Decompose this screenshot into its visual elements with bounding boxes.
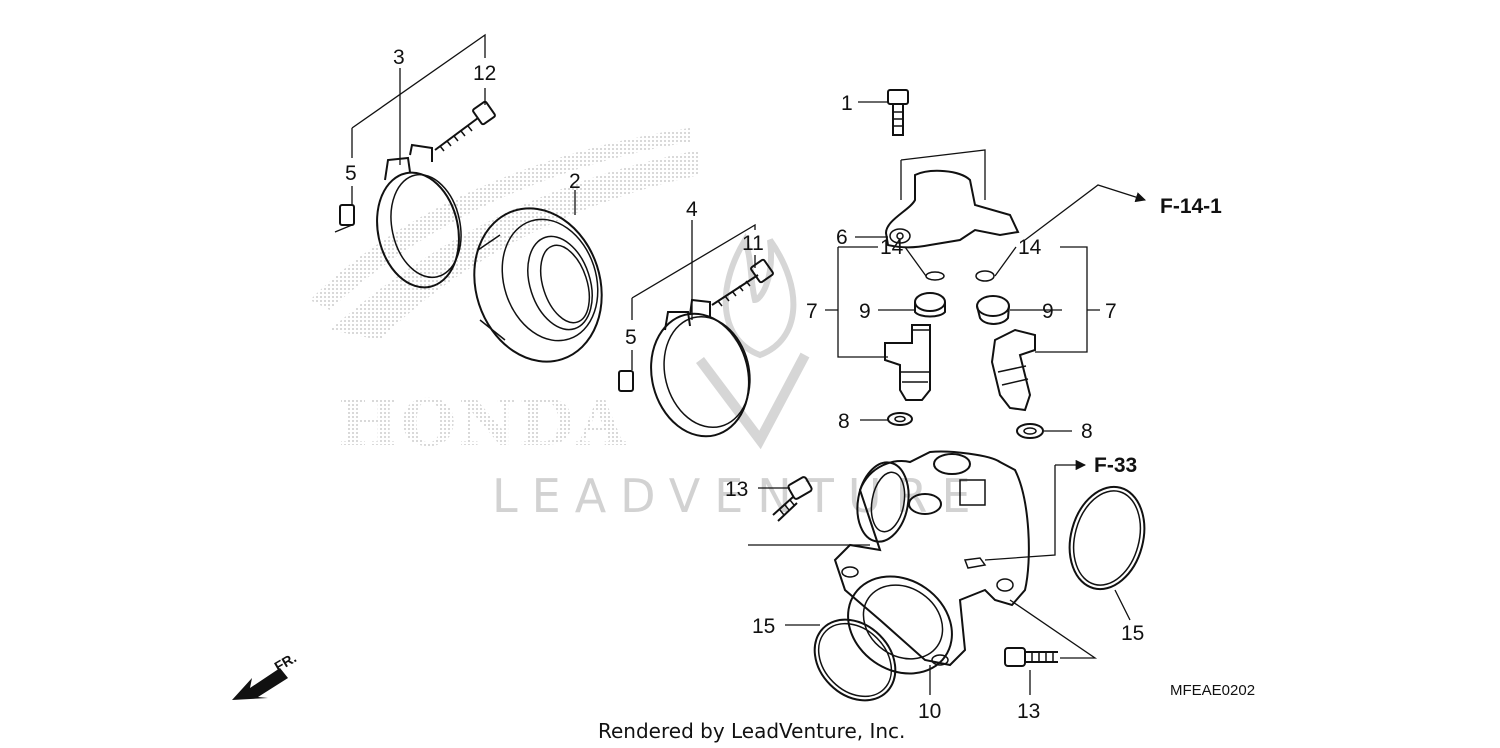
callout-3: 3 xyxy=(393,46,405,69)
honda-watermark-text: HONDA xyxy=(338,386,628,461)
callout-15-small: 15 xyxy=(752,615,775,638)
bolt-1 xyxy=(887,89,909,136)
bolt-13-upper xyxy=(772,476,813,522)
cap-9-right xyxy=(976,295,1010,325)
credit-line: Rendered by LeadVenture, Inc. xyxy=(598,719,905,743)
seal-8-right xyxy=(1016,423,1044,439)
injector-7-left xyxy=(884,324,931,401)
throttle-body-10 xyxy=(833,450,1030,675)
leadventure-watermark: LEADVENTURE xyxy=(492,232,985,523)
callout-6: 6 xyxy=(836,226,848,249)
callout-14-left: 14 xyxy=(880,236,904,259)
callout-4: 4 xyxy=(686,198,698,221)
reference-f-14-1[interactable]: F-14-1 xyxy=(1160,195,1222,218)
callout-5-upper: 5 xyxy=(345,162,357,185)
seal-8-left xyxy=(887,412,913,426)
leader-lines xyxy=(334,33,1146,695)
band-clamp-3 xyxy=(339,143,462,289)
bolt-11 xyxy=(711,258,774,307)
callout-11: 11 xyxy=(742,232,764,255)
callout-2: 2 xyxy=(569,170,581,193)
bolt-12 xyxy=(434,100,496,152)
callout-13-upper: 13 xyxy=(725,478,748,501)
o-ring-14-left xyxy=(925,271,945,281)
callout-8-left: 8 xyxy=(838,410,850,433)
leadventure-watermark-text: LEADVENTURE xyxy=(492,469,985,523)
band-clamp-4 xyxy=(618,298,751,438)
callout-1: 1 xyxy=(841,92,853,115)
front-direction-label: FR. xyxy=(272,649,300,674)
honda-watermark: HONDA xyxy=(310,128,700,461)
reference-f-33[interactable]: F-33 xyxy=(1094,454,1137,477)
callout-7-left: 7 xyxy=(806,300,818,323)
callout-5-lower: 5 xyxy=(625,326,637,349)
callout-13-lower: 13 xyxy=(1017,700,1040,723)
o-ring-14-right xyxy=(975,270,995,282)
cap-9-left xyxy=(914,292,946,318)
intake-boot-2 xyxy=(473,207,603,363)
front-arrow-icon: FR. xyxy=(232,649,299,700)
callout-14-right: 14 xyxy=(1018,236,1042,259)
callout-10: 10 xyxy=(918,700,941,723)
diagram-code: MFEAE0202 xyxy=(1170,682,1255,699)
callout-9-left: 9 xyxy=(859,300,871,323)
bolt-13-lower xyxy=(1004,647,1058,667)
callout-9-right: 9 xyxy=(1042,300,1054,323)
callout-8-right: 8 xyxy=(1081,420,1093,443)
o-ring-15-small xyxy=(813,618,897,702)
o-ring-15-large xyxy=(1068,485,1146,591)
fuel-pipe-6 xyxy=(884,169,1020,249)
callout-7-right: 7 xyxy=(1105,300,1117,323)
injector-7-right xyxy=(990,328,1036,412)
callout-12: 12 xyxy=(473,62,496,85)
callout-15-large: 15 xyxy=(1121,622,1144,645)
